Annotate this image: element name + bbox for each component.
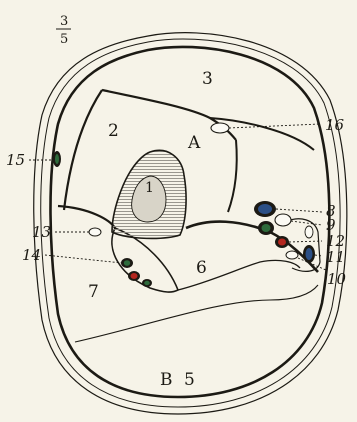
callout-10: 10: [327, 270, 347, 288]
region-label-5: 5: [184, 370, 195, 390]
region-label-6: 6: [196, 258, 207, 278]
septum-2-left: [64, 90, 102, 210]
region-label-3: 3: [202, 69, 213, 89]
small-oval-13: [89, 228, 101, 236]
region-label-7: 7: [88, 282, 99, 302]
region-label-A: A: [187, 133, 201, 153]
fraction-denominator: 5: [60, 32, 68, 47]
callout-14: 14: [22, 246, 41, 264]
callout-15: 15: [6, 151, 25, 169]
outer-skin-ring: [34, 33, 347, 414]
vessel-14-red-lumen: [131, 273, 138, 279]
callout-16: 16: [325, 116, 345, 134]
septum-B-boundary: [75, 285, 318, 342]
region-label-B: B: [160, 370, 173, 390]
vessel-11-lumen: [306, 248, 313, 260]
vessel-12-lumen: [278, 239, 286, 246]
vessel-14-green-bottom-lumen: [144, 281, 150, 285]
small-oval-10: [286, 251, 298, 259]
vessel-14-green-top-lumen: [124, 260, 130, 266]
vessel-green-lumen: [262, 224, 271, 232]
nerve-9-oval: [275, 214, 291, 226]
vessel-15-lumen: [55, 154, 59, 164]
callout-13: 13: [32, 223, 51, 241]
septum-A-lower: [228, 140, 237, 212]
region-label-1: 1: [145, 180, 154, 196]
region-label-2: 2: [108, 121, 119, 141]
callout-11: 11: [326, 248, 345, 266]
vessel-8-lumen: [258, 204, 272, 214]
vessel-16-nerve: [211, 123, 229, 133]
small-oval-right: [305, 226, 313, 238]
septum-left-horizontal: [58, 206, 115, 228]
fraction-numerator: 3: [60, 14, 68, 29]
septum-A-right: [210, 118, 314, 150]
